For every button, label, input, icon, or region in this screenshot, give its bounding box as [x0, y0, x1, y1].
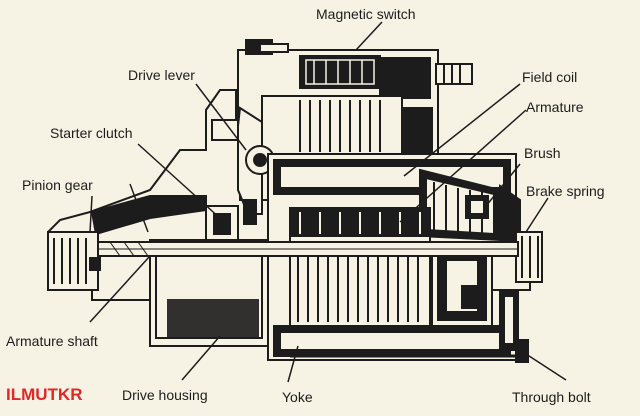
label-brake-spring: Brake spring: [526, 183, 605, 199]
label-starter-clutch: Starter clutch: [50, 125, 132, 141]
starter-clutch-body: [205, 205, 239, 241]
label-yoke: Yoke: [282, 389, 313, 405]
leader-starter-clutch: [137, 143, 223, 221]
label-drive-lever: Drive lever: [128, 67, 195, 83]
label-drive-housing: Drive housing: [122, 387, 208, 403]
drive-housing-body: [47, 89, 269, 347]
leader-drive-housing: [181, 335, 221, 381]
labels: Magnetic switch Drive lever Field coil A…: [6, 6, 605, 405]
brush-body: [431, 195, 493, 327]
armature-shaft-body: [97, 241, 519, 257]
label-through-bolt: Through bolt: [512, 389, 591, 405]
label-armature-shaft: Armature shaft: [6, 333, 98, 349]
label-field-coil: Field coil: [522, 69, 577, 85]
label-armature: Armature: [526, 99, 584, 115]
leader-lines: [89, 21, 567, 383]
leader-pinion-gear-2: [89, 195, 93, 233]
armature-body: [289, 207, 431, 327]
magnetic-switch-body: [237, 39, 473, 159]
leader-magnetic-switch: [355, 21, 383, 51]
leader-armature-shaft: [89, 255, 151, 323]
end-frame-body: [491, 184, 543, 351]
leader-armature: [399, 109, 527, 223]
leader-yoke: [287, 345, 299, 383]
leader-field-coil: [403, 83, 521, 177]
leader-brake-spring: [525, 197, 549, 233]
leader-drive-lever: [195, 83, 247, 151]
watermark-brand: ILMUTKR: [6, 385, 82, 404]
label-magnetic-switch: Magnetic switch: [316, 6, 416, 22]
leader-pinion-gear-1: [129, 183, 149, 233]
label-brush: Brush: [524, 145, 561, 161]
leader-brush: [485, 163, 521, 207]
through-bolt-body: [290, 339, 529, 363]
starter-motor-drawing: [47, 39, 543, 363]
label-pinion-gear: Pinion gear: [22, 177, 93, 193]
field-coil-body: [419, 168, 501, 242]
leader-through-bolt: [525, 353, 567, 381]
